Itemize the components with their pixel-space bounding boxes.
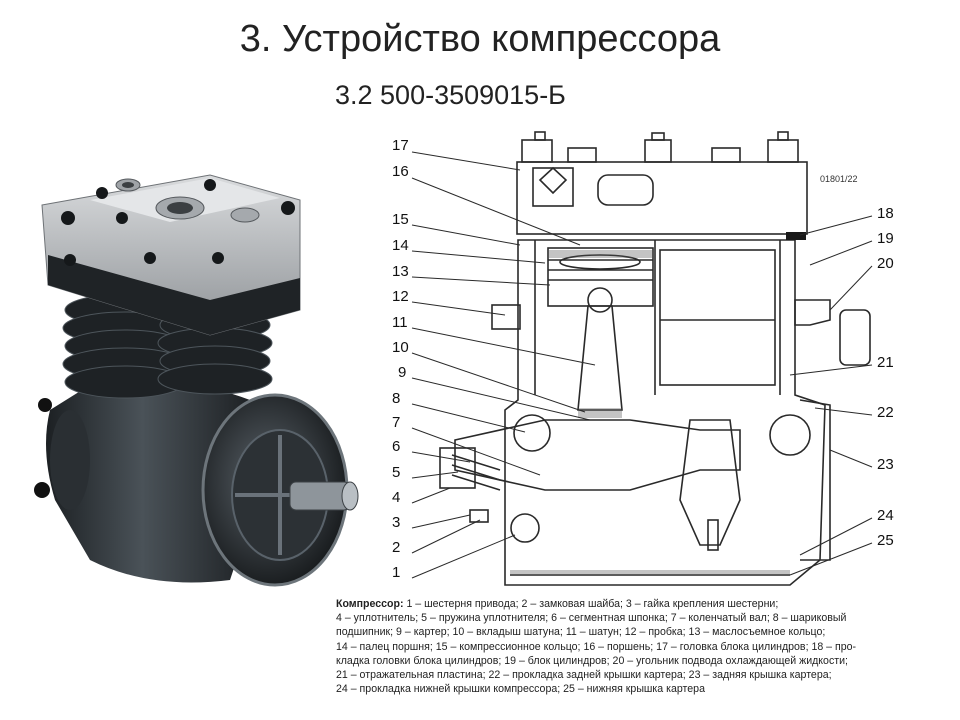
callout-19: 19 xyxy=(877,230,894,247)
compressor-photo xyxy=(34,174,359,587)
caption-line-2: 4 – уплотнитель; 5 – пружина уплотнителя… xyxy=(336,612,847,625)
callout-22: 22 xyxy=(877,404,894,421)
callout-12: 12 xyxy=(392,288,409,305)
slide-subtitle: 3.2 500-3509015-Б xyxy=(335,80,566,110)
callout-4: 4 xyxy=(392,489,400,506)
callout-3: 3 xyxy=(392,514,400,531)
callout-13: 13 xyxy=(392,263,409,280)
callout-2: 2 xyxy=(392,539,400,556)
caption-line-4: 14 – палец поршня; 15 – компрессионное к… xyxy=(336,640,857,653)
caption-line-5: кладка головки блока цилиндров; 19 – бло… xyxy=(336,654,848,667)
caption-line-7: 24 – прокладка нижней крышки компрессора… xyxy=(336,683,705,696)
slide-title: 3. Устройство компрессора xyxy=(239,18,721,60)
drawing-caption: Компрессор: 1 – шестерня привода; 2 – за… xyxy=(336,597,952,696)
compressor-section-drawing: 01801/22 17 16 15 14 13 12 1 xyxy=(392,131,894,586)
callout-18: 18 xyxy=(877,205,894,222)
callout-9: 9 xyxy=(398,364,406,381)
callout-15: 15 xyxy=(392,211,409,228)
callout-6: 6 xyxy=(392,438,400,455)
callout-11: 11 xyxy=(392,314,408,331)
callout-1: 1 xyxy=(392,564,400,581)
callout-14: 14 xyxy=(392,237,409,254)
callout-25: 25 xyxy=(877,532,894,549)
callout-17: 17 xyxy=(392,137,409,154)
callout-21: 21 xyxy=(877,354,894,371)
callout-16: 16 xyxy=(392,163,409,180)
callout-23: 23 xyxy=(877,456,894,473)
caption-line-6: 21 – отражательная пластина; 22 – прокла… xyxy=(336,669,832,682)
caption-line-1: Компрессор: 1 – шестерня привода; 2 – за… xyxy=(336,597,952,611)
callout-8: 8 xyxy=(392,390,400,407)
drawing-stamp: 01801/22 xyxy=(820,174,858,184)
callout-5: 5 xyxy=(392,464,400,481)
caption-heading: Компрессор: xyxy=(336,598,404,610)
callout-24: 24 xyxy=(877,507,894,524)
callout-20: 20 xyxy=(877,255,894,272)
caption-line-3: подшипник; 9 – картер; 10 – вкладыш шату… xyxy=(336,626,826,639)
callout-10: 10 xyxy=(392,339,409,356)
callouts-left: 17 16 15 14 13 12 11 10 9 8 7 6 5 4 3 2 … xyxy=(392,137,409,581)
caption-line-text: 1 – шестерня привода; 2 – замковая шайба… xyxy=(406,598,779,610)
callouts-right: 18 19 20 21 22 23 24 25 xyxy=(877,205,894,549)
callout-7: 7 xyxy=(392,414,400,431)
